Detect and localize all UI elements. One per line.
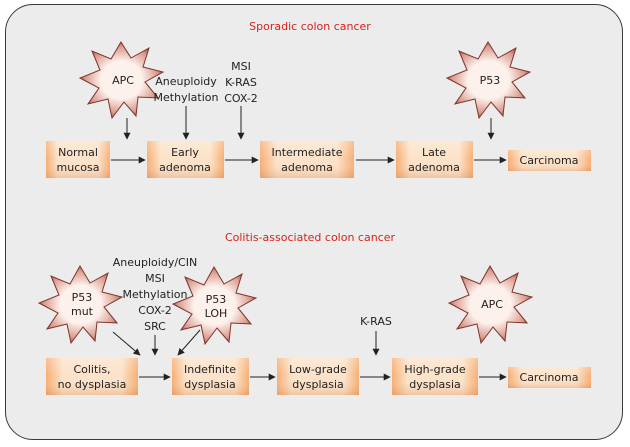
burst-label: APC (112, 74, 134, 87)
stage-box-colitis-no-dysplasia: Colitis, no dysplasia (46, 358, 138, 395)
colitis-title: Colitis-associated colon cancer (225, 231, 396, 244)
stage-box-late-adenoma: Late adenoma (396, 141, 473, 178)
burst-apc-colitis: APC (447, 264, 534, 345)
stage-label: Colitis, (73, 363, 110, 376)
factor-label: Aneuploidy/CIN (113, 256, 197, 269)
influence-arrow (112, 331, 141, 356)
stage-label: Low-grade (289, 363, 347, 376)
factor-label: SRC (144, 320, 166, 333)
stage-label: Late (422, 146, 446, 159)
factor-label: Methylation (123, 288, 188, 301)
factor-label: Aneuploidy (155, 75, 217, 88)
stage-label: High-grade (404, 363, 465, 376)
stage-box-normal-mucosa: Normal mucosa (46, 141, 110, 178)
stage-box-indefinite-dysplasia: Indefinite dysplasia (172, 358, 249, 395)
stage-box-high-grade-dysplasia: High-grade dysplasia (392, 358, 478, 395)
stage-box-early-adenoma: Early adenoma (147, 141, 224, 178)
stage-label: Carcinoma (520, 154, 579, 167)
factor-label: COX-2 (138, 304, 172, 317)
burst-label: P53 (480, 74, 501, 87)
stage-label: adenoma (408, 161, 460, 174)
stage-label: mucosa (57, 161, 100, 174)
stage-box-carcinoma: Carcinoma (508, 150, 591, 171)
stage-label: Early (171, 146, 199, 159)
burst-p53-loh: P53 LOH (171, 265, 258, 346)
burst-label: P53 (72, 291, 93, 304)
stage-label: dysplasia (292, 378, 344, 391)
burst-p53-mut: P53 mut (37, 264, 124, 345)
factor-label: Methylation (154, 91, 219, 104)
stage-box-low-grade-dysplasia: Low-grade dysplasia (277, 358, 359, 395)
influence-arrow (177, 329, 201, 356)
burst-apc: APC (78, 41, 165, 120)
stage-label: adenoma (281, 161, 333, 174)
stage-label: Normal (58, 146, 98, 159)
sporadic-title: Sporadic colon cancer (249, 20, 371, 33)
stage-label: Intermediate (272, 146, 343, 159)
stage-label: dysplasia (184, 378, 236, 391)
burst-label: P53 (206, 293, 227, 306)
burst-label: mut (71, 305, 94, 318)
burst-p53: P53 (445, 41, 532, 120)
burst-label: APC (481, 298, 503, 311)
factor-label: MSI (231, 60, 251, 73)
factor-label: MSI (145, 272, 165, 285)
burst-label: LOH (205, 307, 228, 320)
factor-label: K-RAS (225, 76, 257, 89)
stage-box-carcinoma-colitis: Carcinoma (508, 367, 591, 388)
stage-label: dysplasia (409, 378, 461, 391)
factor-label: K-RAS (360, 315, 392, 328)
factor-label: COX-2 (224, 92, 258, 105)
stage-label: Carcinoma (520, 371, 579, 384)
stage-box-intermediate-adenoma: Intermediate adenoma (260, 141, 354, 178)
stage-label: no dysplasia (58, 378, 127, 391)
stage-label: adenoma (159, 161, 211, 174)
stage-label: Indefinite (184, 363, 236, 376)
